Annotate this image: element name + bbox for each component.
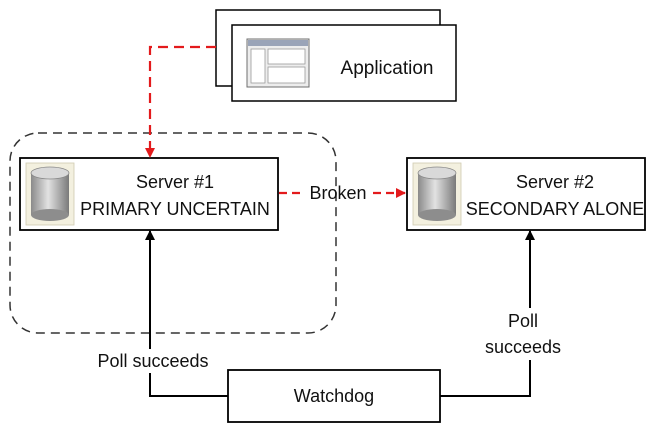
- poll-right-label-line-1: Poll: [508, 311, 538, 331]
- application-node: Application: [215, 9, 457, 102]
- server-1-title: Server #1: [136, 172, 214, 192]
- broken-link-label: Broken: [309, 183, 366, 203]
- watchdog-label: Watchdog: [294, 386, 374, 406]
- poll-server-1-arrow: [145, 230, 228, 397]
- database-icon: [25, 162, 75, 226]
- poll-right-label-line-2: succeeds: [485, 337, 561, 357]
- server-2-title: Server #2: [516, 172, 594, 192]
- cluster-boundary: [9, 132, 337, 334]
- application-to-server-1-arrow: [145, 45, 216, 158]
- poll-server-2-arrow: [440, 230, 535, 397]
- application-window-icon: [246, 38, 310, 88]
- application-label: Application: [341, 58, 434, 79]
- watchdog-node: Watchdog: [227, 369, 441, 423]
- watchdog-box: [227, 369, 441, 423]
- server-1-status: PRIMARY UNCERTAIN: [80, 199, 270, 219]
- server-2-status: SECONDARY ALONE: [466, 199, 644, 219]
- server-2-node: Server #2 SECONDARY ALONE: [406, 157, 646, 231]
- poll-left-label: Poll succeeds: [97, 351, 208, 371]
- server-1-node: Server #1 PRIMARY UNCERTAIN: [19, 157, 279, 231]
- poll-right-label-bg: [478, 308, 568, 360]
- database-icon: [412, 162, 462, 226]
- poll-left-label-bg: [90, 349, 218, 373]
